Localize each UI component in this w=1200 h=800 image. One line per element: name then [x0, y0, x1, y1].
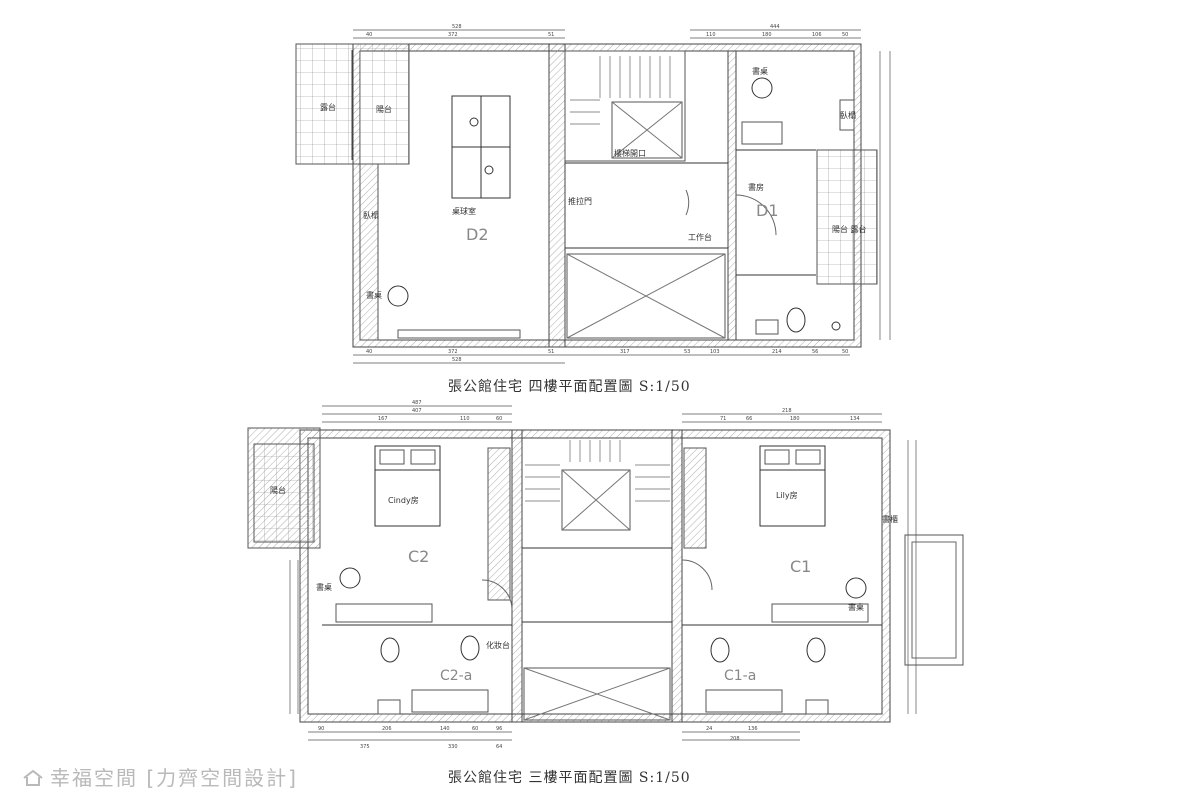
dimension-text: 50 [842, 32, 848, 38]
room-label: C2-a [440, 668, 472, 684]
dimension-text: 218 [782, 408, 792, 414]
room-label: 工作台 [688, 232, 712, 242]
room-label: D1 [756, 201, 779, 220]
room-label: 書桌 [752, 66, 768, 76]
dimension-text: 372 [448, 32, 458, 38]
dimension-text: 103 [710, 349, 720, 355]
room-label: 推拉門 [568, 196, 592, 206]
dimension-text: 444 [770, 24, 780, 30]
room-label: Cindy房 [388, 495, 419, 505]
dimension-text: 214 [772, 349, 782, 355]
room-label: 書桌 [316, 582, 332, 592]
dimension-text: 51 [548, 349, 554, 355]
room-label: 臥榻 [363, 210, 379, 220]
dimension-text: 24 [706, 726, 712, 732]
room-label: D2 [466, 225, 489, 244]
floor3-room-labels: C2 C1 C2-a C1-a Cindy房 Lily房 陽台 書桌 書桌 書櫃… [270, 485, 898, 684]
dimension-text: 208 [730, 736, 740, 742]
dimension-text: 56 [812, 349, 818, 355]
room-label: C2 [408, 547, 429, 566]
dimension-text: 180 [762, 32, 772, 38]
dimension-text: 167 [378, 416, 388, 422]
dimension-text: 51 [548, 32, 554, 38]
floor4-dimensions: 40 372 51 110 180 106 50 528 444 40 372 … [366, 24, 848, 363]
floor4-plan [295, 29, 891, 364]
floor3-plan [247, 405, 964, 741]
watermark-text: 幸福空間 [力齊空間設計] [50, 766, 298, 790]
room-label: 陽台 [270, 485, 286, 495]
house-logo-icon [23, 769, 43, 786]
dimension-text: 180 [790, 416, 800, 422]
dimension-text: 528 [452, 357, 462, 363]
floor4-room-labels: D2 D1 桌球室 臥榻 書桌 露台 陽台 臥榻 書桌 書房 陽台 露台 樓梯開… [320, 66, 867, 300]
room-label: 化妝台 [486, 640, 510, 650]
dimension-text: 96 [496, 726, 502, 732]
room-label: 樓梯開口 [614, 148, 646, 158]
dimension-text: 40 [366, 349, 372, 355]
dimension-text: 372 [448, 349, 458, 355]
dimension-text: 407 [412, 408, 422, 414]
dimension-text: 330 [448, 744, 458, 750]
room-label: C1 [790, 557, 811, 576]
dimension-text: 134 [850, 416, 860, 422]
room-label: 臥榻 [840, 110, 856, 120]
dimension-text: 110 [706, 32, 716, 38]
dimension-text: 375 [360, 744, 370, 750]
dimension-text: 90 [318, 726, 324, 732]
dimension-text: 136 [748, 726, 758, 732]
dimension-text: 66 [746, 416, 752, 422]
dimension-text: 528 [452, 24, 462, 30]
floor4-caption: 張公館住宅 四樓平面配置圖 S:1/50 [448, 379, 691, 395]
room-label: 桌球室 [452, 206, 476, 216]
dimension-text: 60 [496, 416, 502, 422]
dimension-text: 110 [460, 416, 470, 422]
dimension-text: 71 [720, 416, 726, 422]
room-label: 露台 [320, 102, 336, 112]
room-label: 書櫃 [882, 514, 898, 524]
dimension-text: 487 [412, 400, 422, 406]
floor3-dimensions: 487 407 167 110 60 218 71 66 180 134 90 … [318, 400, 860, 750]
room-label: 陽台 露台 [832, 224, 867, 234]
dimension-text: 206 [382, 726, 392, 732]
watermark: 幸福空間 [力齊空間設計] [22, 762, 298, 791]
dimension-text: 40 [366, 32, 372, 38]
room-label: Lily房 [776, 490, 798, 500]
dimension-text: 106 [812, 32, 822, 38]
dimension-text: 140 [440, 726, 450, 732]
room-label: 書桌 [848, 602, 864, 612]
dimension-text: 317 [620, 349, 630, 355]
dimension-text: 60 [472, 726, 478, 732]
room-label: C1-a [724, 668, 756, 684]
dimension-text: 50 [842, 349, 848, 355]
floor3-caption: 張公館住宅 三樓平面配置圖 S:1/50 [448, 770, 691, 786]
room-label: 書桌 [366, 290, 382, 300]
dimension-text: 64 [496, 744, 502, 750]
room-label: 陽台 [376, 104, 392, 114]
dimension-text: 53 [684, 349, 690, 355]
room-label: 書房 [748, 182, 764, 192]
